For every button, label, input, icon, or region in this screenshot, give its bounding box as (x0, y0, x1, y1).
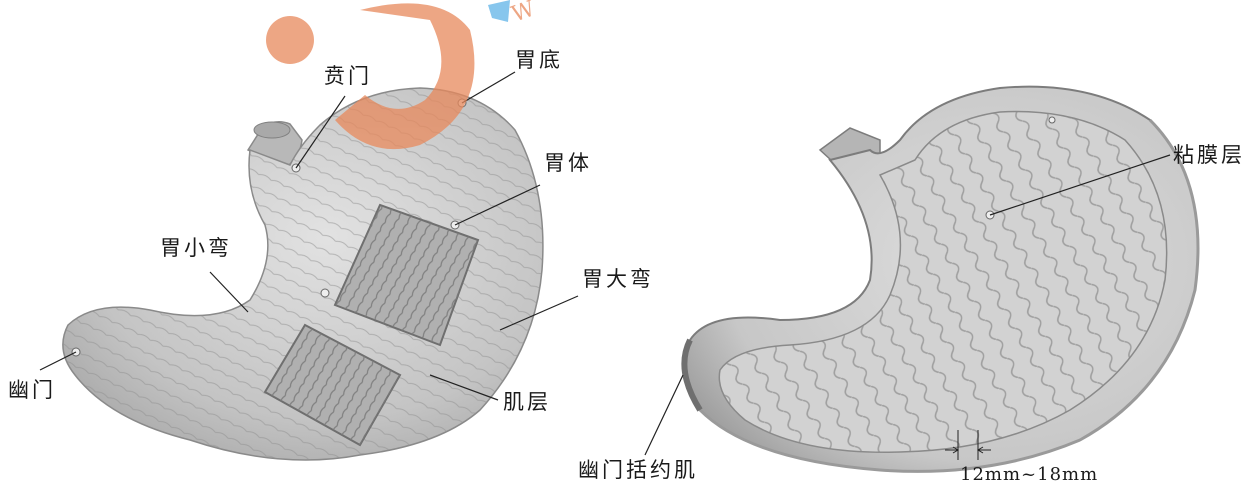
label-mucosa-layer: 粘膜层 (1173, 145, 1245, 166)
label-body: 胃体 (544, 153, 592, 174)
label-pylorus: 幽门 (8, 380, 56, 401)
label-greater-curvature: 胃大弯 (582, 269, 654, 290)
label-cardia: 贲门 (324, 66, 372, 87)
svg-text:W: W (509, 0, 539, 28)
label-muscle-layer: 肌层 (503, 392, 551, 413)
right-stomach (684, 87, 1198, 472)
label-lesser-curvature: 胃小弯 (160, 238, 232, 259)
label-fundus: 胃底 (515, 50, 563, 71)
label-pyloric-sphincter: 幽门括约肌 (578, 460, 698, 481)
left-stomach (63, 88, 543, 460)
label-wall-thickness: 12mm~18mm (960, 466, 1098, 484)
